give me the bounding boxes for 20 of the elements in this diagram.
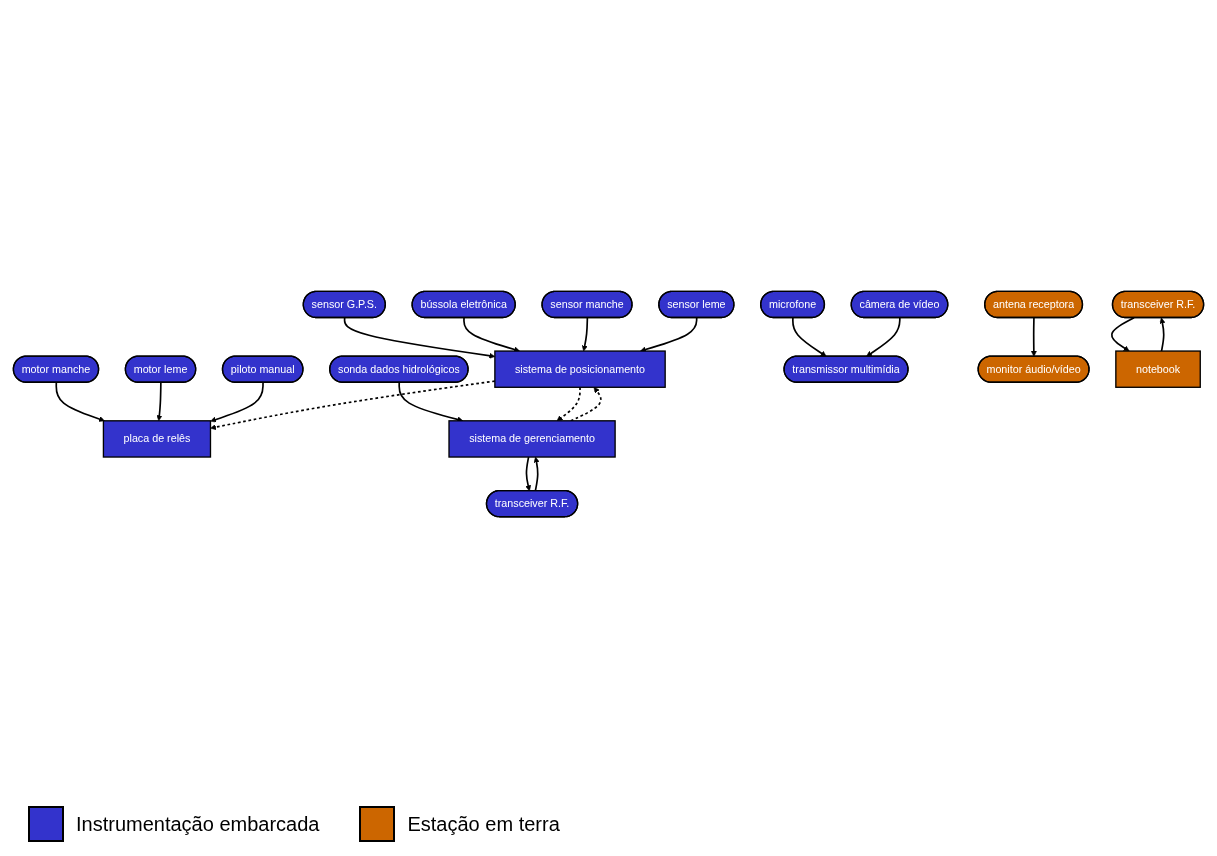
arrow xyxy=(1159,317,1166,352)
legend-label: Estação em terra xyxy=(407,812,560,836)
arrow xyxy=(866,316,901,357)
node-box: sistema de posicionamento xyxy=(494,350,666,388)
arrow xyxy=(640,316,698,353)
arrow xyxy=(581,316,589,352)
arrow xyxy=(210,381,264,423)
arrow xyxy=(1030,316,1037,357)
legend-label: Instrumentação embarcada xyxy=(76,812,320,836)
arrow xyxy=(463,316,520,353)
node-box: placa de relês xyxy=(102,420,212,458)
arrow xyxy=(533,456,540,492)
arrow xyxy=(1110,316,1135,352)
arrow xyxy=(525,456,532,492)
node-box: sistema de gerenciamento xyxy=(448,420,616,458)
arrow xyxy=(156,381,163,422)
arrow xyxy=(55,381,105,422)
arrow xyxy=(556,386,581,422)
node-box: notebook xyxy=(1115,350,1201,388)
arrow xyxy=(792,316,827,357)
